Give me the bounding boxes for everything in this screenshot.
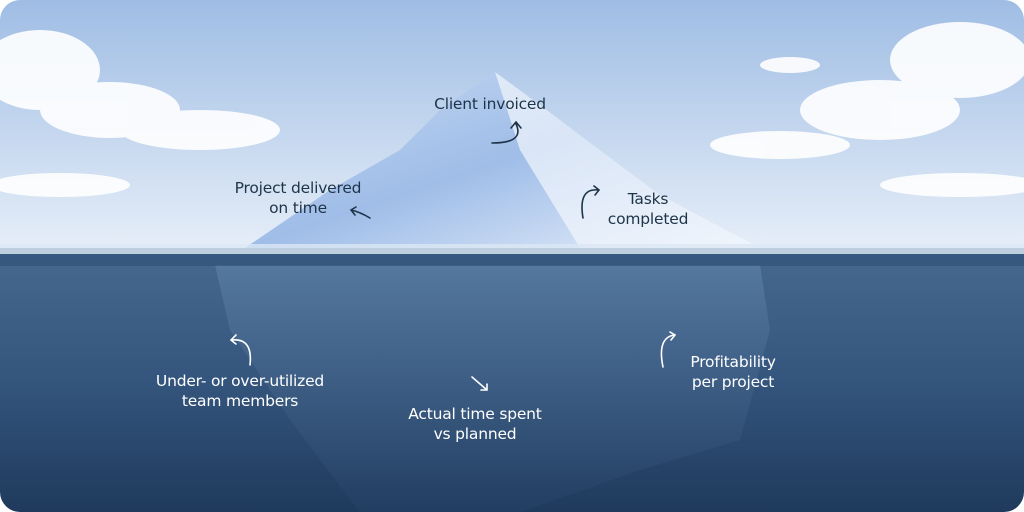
label-utilization: Under- or over-utilized team members: [130, 371, 350, 411]
label-line: per project: [691, 373, 775, 391]
label-tasks-completed: Tasks completed: [588, 189, 708, 229]
label-client-invoiced: Client invoiced: [400, 94, 580, 114]
label-line: Profitability: [690, 353, 776, 371]
label-line: Actual time spent: [408, 405, 542, 423]
arrow-project-delivered-icon: [349, 206, 371, 219]
label-line: completed: [607, 210, 689, 228]
iceberg-highlight: [495, 72, 760, 248]
label-line: Under- or over-utilized: [155, 372, 325, 390]
arrow-actual-time-icon: [471, 376, 488, 391]
label-line: vs planned: [433, 425, 517, 443]
iceberg-underwater: [215, 265, 770, 512]
label-profitability: Profitability per project: [668, 352, 798, 392]
waterline-foam: [0, 244, 1024, 254]
label-line: on time: [269, 199, 327, 217]
label-actual-time: Actual time spent vs planned: [385, 404, 565, 444]
label-project-delivered: Project delivered on time: [208, 178, 388, 218]
label-line: team members: [181, 392, 299, 410]
label-line: Project delivered: [234, 179, 362, 197]
waterline-shadow: [0, 254, 1024, 266]
arrow-tasks-completed-icon: [581, 185, 601, 219]
label-line: Tasks: [627, 190, 669, 208]
clouds: [0, 22, 1024, 197]
arrow-profitability-icon: [660, 331, 677, 368]
arrow-utilization-icon: [229, 334, 252, 366]
label-line: Client invoiced: [434, 95, 546, 113]
arrow-client-invoiced-icon: [491, 120, 522, 144]
